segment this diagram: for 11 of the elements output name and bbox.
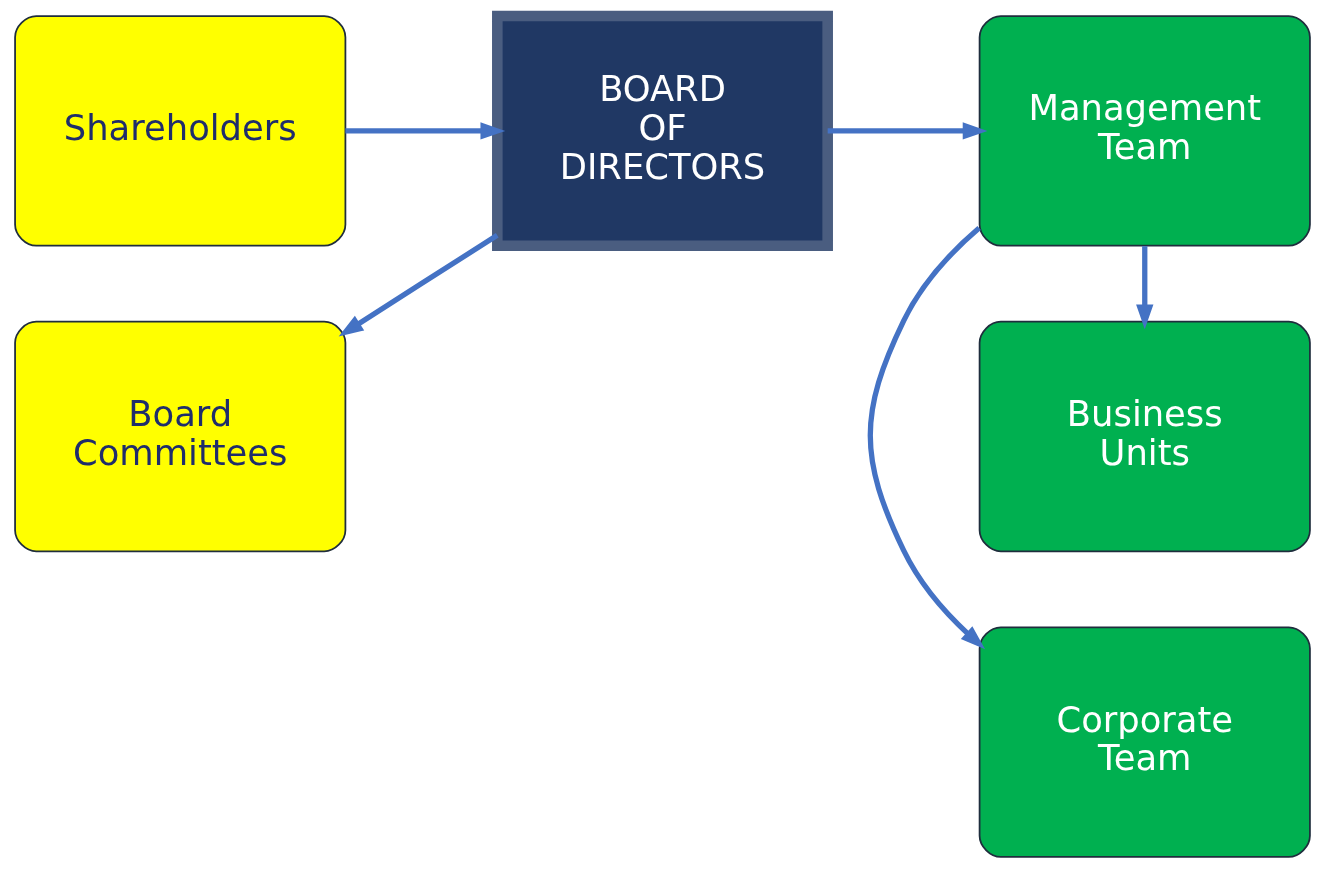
arrow (867, 226, 986, 650)
node-box: Board Committees (14, 320, 347, 553)
arrow (345, 122, 506, 140)
node-box: Corporate Team (978, 626, 1311, 858)
node-box: Shareholders (14, 15, 347, 247)
node-box: Management Team (978, 15, 1311, 247)
node-box: BOARD OF DIRECTORS (492, 10, 833, 251)
node-box: Business Units (978, 320, 1311, 553)
arrow (338, 233, 499, 337)
arrow (1136, 246, 1154, 330)
arrow (827, 122, 988, 140)
